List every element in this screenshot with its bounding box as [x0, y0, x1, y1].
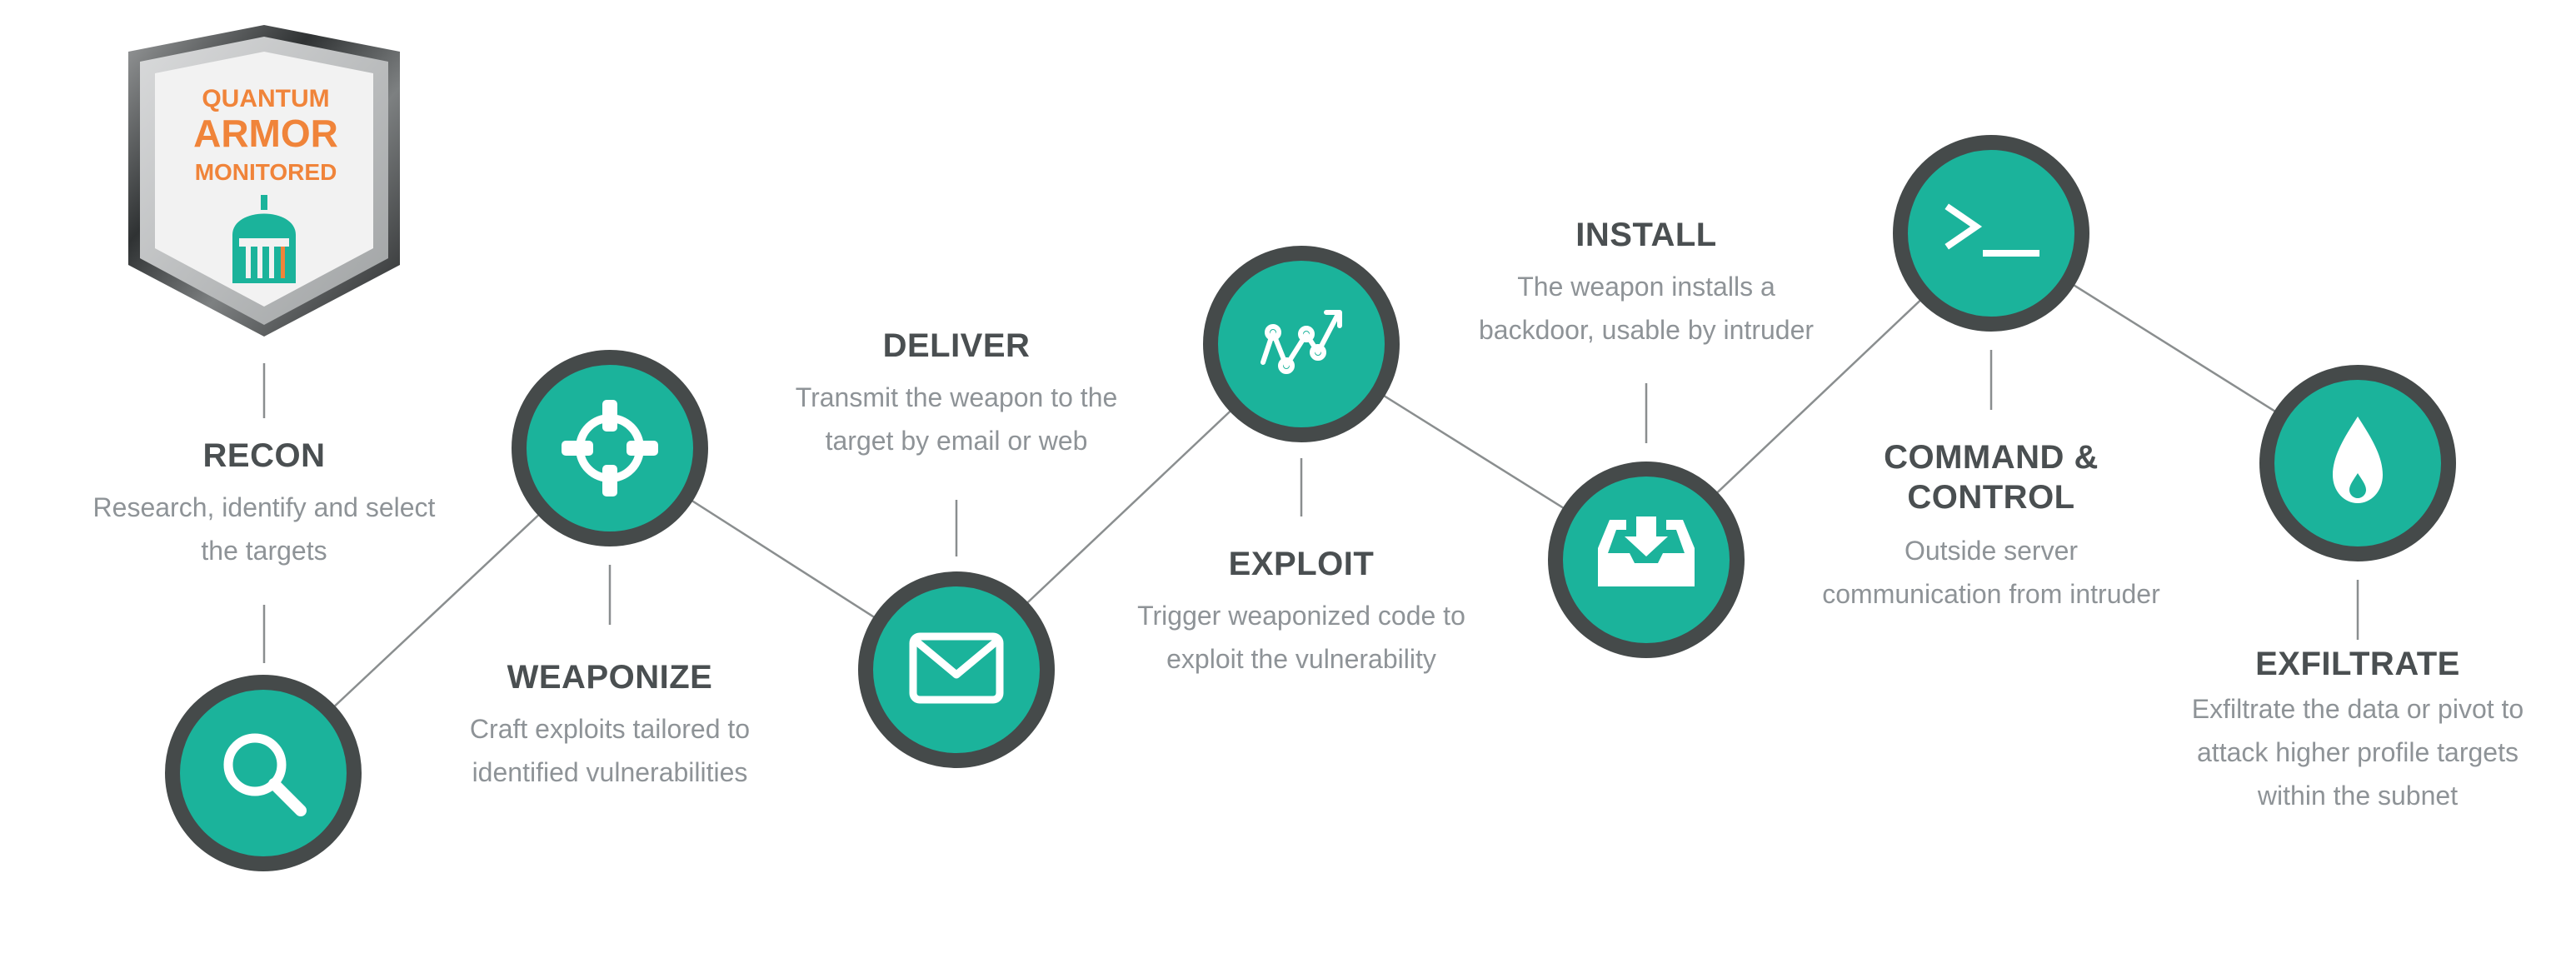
install-title: INSTALL [1575, 217, 1716, 253]
node-deliver [858, 571, 1055, 768]
label-recon: RECON Research, identify and select the ta… [93, 437, 436, 566]
node-recon [165, 675, 362, 871]
droplet-icon [2333, 417, 2383, 503]
label-install: INSTALL The weapon installs a backdoor, us… [1479, 217, 1814, 345]
exfiltrate-description: within the subnet [2257, 781, 2458, 811]
node-command-control [1893, 135, 2089, 332]
weaponize-title: WEAPONIZE [507, 659, 713, 696]
label-stems [262, 350, 2359, 663]
label-command-control: COMMAND &CONTROL Outside server communicat… [1822, 439, 2160, 609]
envelope-icon [909, 632, 1004, 704]
magnifier-icon [223, 733, 307, 816]
label-exfiltrate: EXFILTRATE Exfiltrate the data or pivot t… [2192, 646, 2524, 811]
exploit-title: EXPLOIT [1229, 546, 1375, 582]
deliver-title: DELIVER [883, 327, 1031, 364]
recon-title: RECON [203, 437, 326, 474]
knight-helmet-icon [232, 195, 296, 283]
weaponize-description: Craft exploits tailored to [470, 714, 750, 744]
command-control-title: CONTROL [1907, 479, 2074, 516]
deliver-description: Transmit the weapon to the [796, 382, 1118, 412]
recon-description: the targets [201, 536, 327, 566]
badge-line-1: QUANTUM [202, 85, 329, 112]
command-control-description: communication from intruder [1822, 579, 2160, 609]
exfiltrate-description: attack higher profile targets [2197, 737, 2519, 767]
stage-nodes [165, 135, 2456, 871]
install-description: backdoor, usable by intruder [1479, 315, 1814, 345]
label-deliver: DELIVER Transmit the weapon to the target … [796, 327, 1118, 456]
exploit-graph-icon [1261, 310, 1342, 374]
stage-labels: RECON Research, identify and select the ta… [93, 217, 2524, 811]
command-control-title: COMMAND & [1884, 439, 2099, 476]
command-control-description: Outside server [1905, 536, 2078, 566]
node-weaponize [512, 350, 708, 546]
deliver-description: target by email or web [826, 426, 1088, 456]
download-tray-icon [1598, 516, 1695, 586]
exploit-description: exploit the vulnerability [1166, 644, 1436, 674]
label-exploit: EXPLOIT Trigger weaponized code to exploit… [1137, 546, 1465, 674]
recon-description: Research, identify and select [93, 492, 436, 522]
exploit-description: Trigger weaponized code to [1137, 601, 1465, 631]
badge-line-3: MONITORED [195, 159, 337, 185]
badge-line-2: ARMOR [193, 112, 338, 155]
node-install [1548, 462, 1745, 658]
terminal-prompt-icon [1944, 203, 2039, 257]
crosshair-icon [562, 400, 658, 496]
exfiltrate-title: EXFILTRATE [2255, 646, 2460, 682]
quantum-armor-badge: QUANTUM ARMOR MONITORED [128, 25, 400, 337]
exfiltrate-description: Exfiltrate the data or pivot to [2192, 694, 2524, 724]
label-weaponize: WEAPONIZE Craft exploits tailored to ident… [470, 659, 750, 787]
install-description: The weapon installs a [1517, 272, 1775, 302]
weaponize-description: identified vulnerabilities [472, 757, 748, 787]
